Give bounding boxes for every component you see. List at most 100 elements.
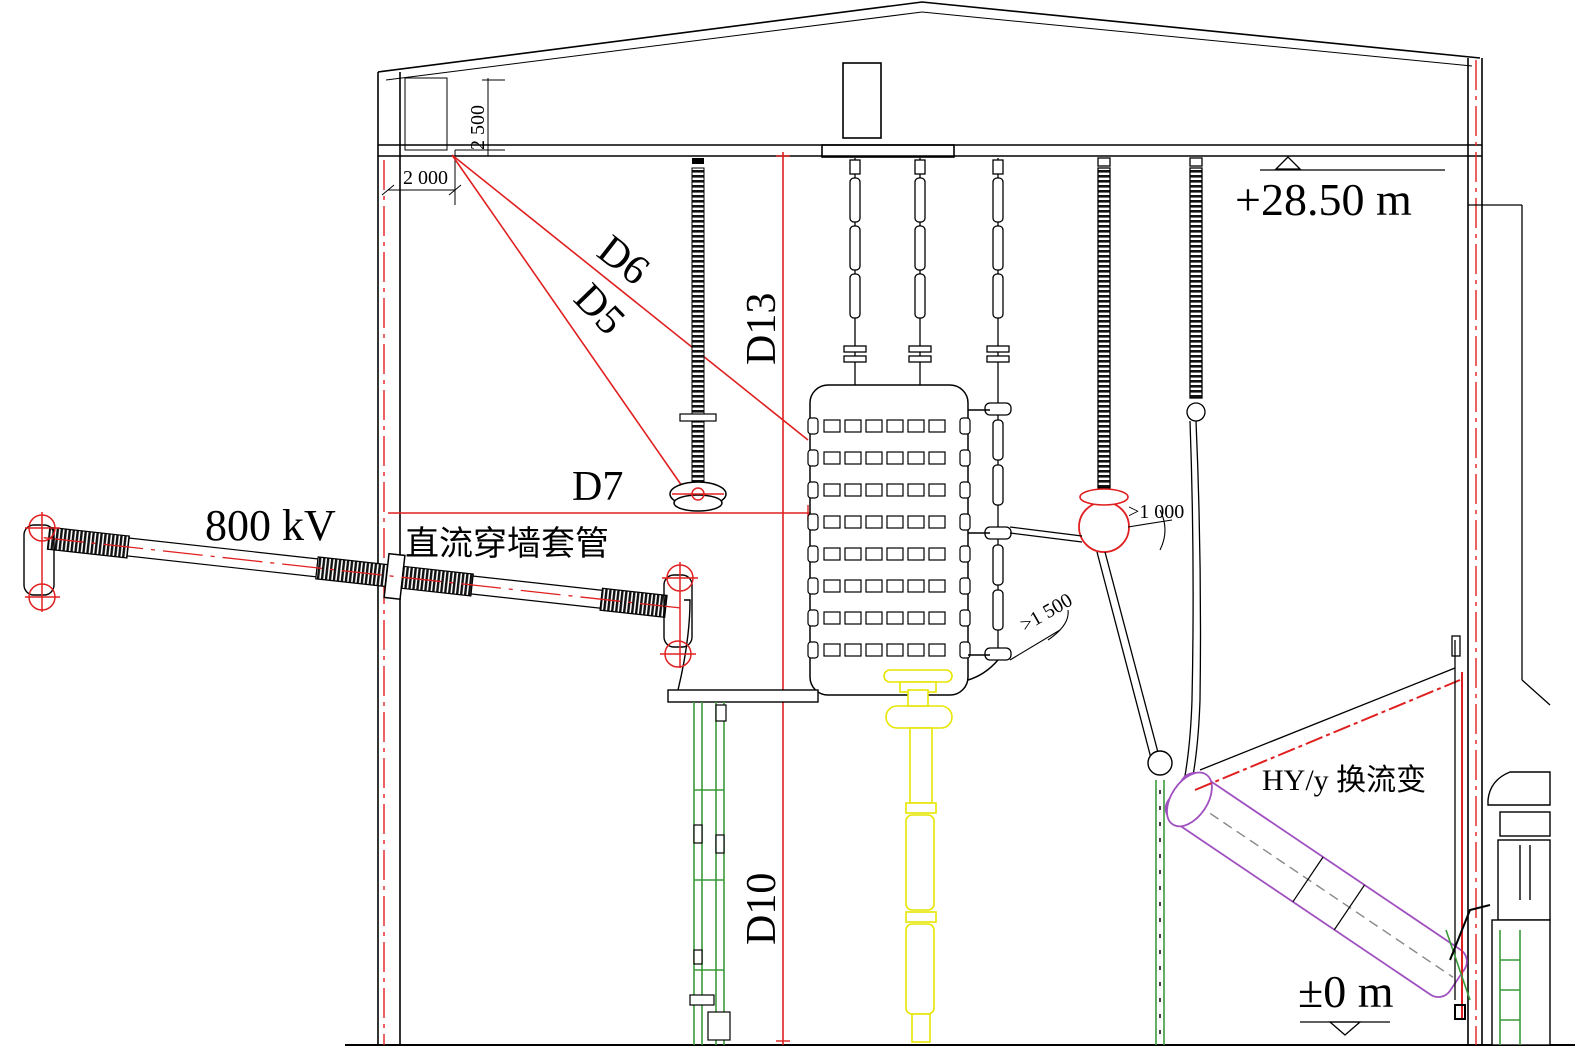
- support-insulator-yellow: [883, 669, 953, 1043]
- valve-module: [886, 579, 904, 593]
- valve-module: [928, 483, 946, 497]
- valve-module: [823, 643, 841, 657]
- valve-module-end: [807, 449, 819, 467]
- chain-1: [843, 158, 867, 385]
- converter-transformer-green-parts: [1445, 929, 1521, 1045]
- valve-module: [823, 515, 841, 529]
- valve-module: [928, 579, 946, 593]
- valve-module: [865, 643, 883, 657]
- valve-module: [886, 515, 904, 529]
- chain-3: [984, 158, 1012, 661]
- valve-module: [865, 451, 883, 465]
- converter-support-black: [1199, 635, 1461, 1000]
- valve-module-end: [959, 513, 971, 531]
- valve-module: [823, 579, 841, 593]
- valve-module-end: [959, 641, 971, 659]
- valve-module: [907, 611, 925, 625]
- converter-transformer-label: HY/y 换流变: [1262, 764, 1426, 797]
- support-pole-green-right: [1155, 780, 1165, 1045]
- valve-module: [907, 547, 925, 561]
- valve-module: [865, 515, 883, 529]
- d6-line: [451, 154, 809, 441]
- valve-module-end: [959, 545, 971, 563]
- d7-label: D7: [572, 464, 623, 510]
- valve-module: [823, 451, 841, 465]
- valve-module: [844, 611, 862, 625]
- valve-module: [928, 643, 946, 657]
- wall-bushing-label: 直流穿墙套管: [405, 525, 609, 563]
- converter-transformer-dark-parts: [1449, 904, 1491, 1020]
- valve-module: [886, 451, 904, 465]
- valve-module: [886, 643, 904, 657]
- valve-module: [844, 579, 862, 593]
- valve-module: [907, 643, 925, 657]
- valve-module: [844, 547, 862, 561]
- valve-module: [844, 451, 862, 465]
- valve-module: [823, 483, 841, 497]
- valve-base-platform: [667, 599, 819, 703]
- valve-module: [844, 643, 862, 657]
- valve-module-end: [807, 577, 819, 595]
- valve-module: [928, 515, 946, 529]
- valve-module-end: [959, 481, 971, 499]
- valve-module: [928, 547, 946, 561]
- valve-module: [823, 611, 841, 625]
- valve-module-end: [807, 513, 819, 531]
- valve-module: [865, 579, 883, 593]
- valve-module: [886, 547, 904, 561]
- hanging-arrester-left: [669, 158, 727, 512]
- valve-module: [865, 547, 883, 561]
- valve-module: [907, 579, 925, 593]
- elevation-markers: [1260, 156, 1551, 1036]
- support-insulator-black-detail: [689, 704, 731, 1041]
- valve-module-end: [959, 577, 971, 595]
- d13-label: D13: [739, 293, 785, 365]
- valve-module: [907, 515, 925, 529]
- valve-module: [928, 419, 946, 433]
- valve-module: [886, 483, 904, 497]
- valve-module: [823, 547, 841, 561]
- hanging-arrester-right-1: [1097, 157, 1111, 500]
- clearance-lines: [388, 152, 812, 1045]
- chain-2: [908, 158, 932, 385]
- converter-clearance-line: [1194, 672, 1463, 1020]
- voltage-label: 800 kV: [205, 501, 336, 550]
- valve-module: [907, 419, 925, 433]
- valve-module: [928, 611, 946, 625]
- valve-module: [865, 611, 883, 625]
- valve-module: [886, 419, 904, 433]
- wall-bushing-800kv: [23, 512, 698, 668]
- valve-module: [907, 483, 925, 497]
- dim-2000-label: 2 000: [403, 167, 448, 189]
- valve-module: [907, 451, 925, 465]
- d5-line: [451, 154, 683, 487]
- dim-1500-label: >1 500: [1017, 589, 1077, 636]
- valve-module: [844, 483, 862, 497]
- valve-module: [823, 419, 841, 433]
- valve-tower: [807, 384, 999, 696]
- dim-arc-marks: [1009, 509, 1173, 661]
- valve-module-end: [807, 481, 819, 499]
- dim-marks-top-left: [381, 78, 505, 205]
- valve-module-end: [959, 449, 971, 467]
- valve-module: [865, 419, 883, 433]
- valve-module-end: [807, 609, 819, 627]
- converter-transformer-bushing: [1147, 750, 1468, 998]
- valve-module: [928, 451, 946, 465]
- valve-module: [886, 611, 904, 625]
- valve-module-end: [807, 545, 819, 563]
- valve-module-end: [959, 417, 971, 435]
- dim-2500-label: 2 500: [467, 105, 489, 150]
- valve-module: [865, 483, 883, 497]
- valve-tower-modules: [807, 417, 971, 659]
- converter-transformer-body: [1487, 771, 1551, 1046]
- dim-1000-label: >1 000: [1128, 501, 1184, 523]
- valve-module-end: [807, 417, 819, 435]
- elevation-ground-label: ±0 m: [1298, 966, 1394, 1017]
- support-insulator-green-left: [693, 702, 725, 1045]
- valve-module-end: [807, 641, 819, 659]
- valve-module: [844, 515, 862, 529]
- elevation-top-label: +28.50 m: [1235, 174, 1412, 225]
- wall-center-lines: [383, 60, 1477, 1045]
- suspension-chains: [843, 158, 1012, 661]
